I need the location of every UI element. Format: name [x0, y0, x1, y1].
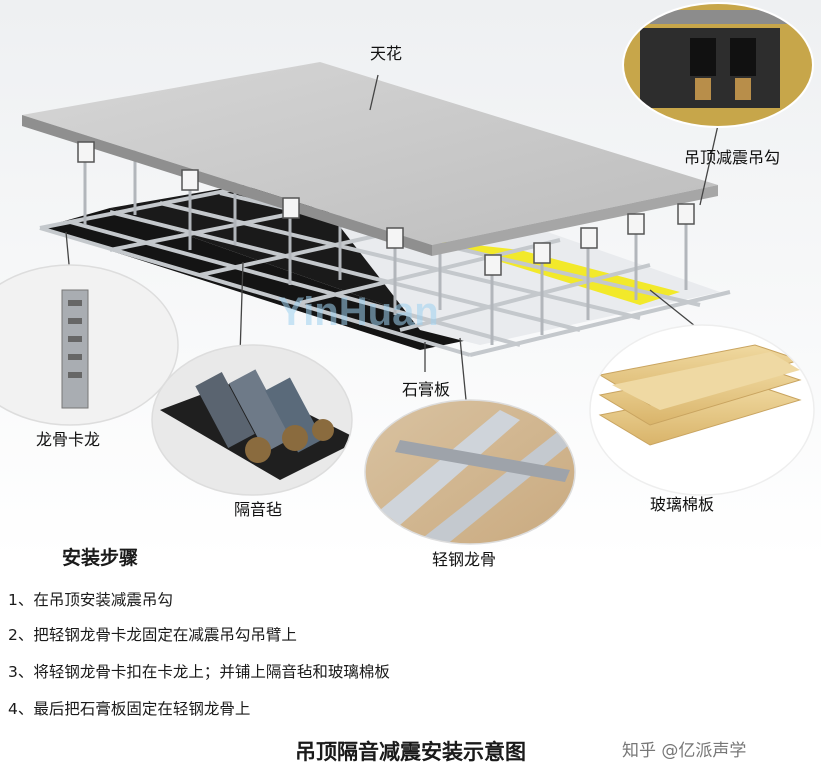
installation-illustration: YinHuan [0, 0, 821, 560]
source-watermark: 知乎 @亿派声学 [622, 741, 747, 761]
label-keel-clip: 龙骨卡龙 [36, 430, 101, 449]
label-glass-wool-board: 玻璃棉板 [650, 495, 715, 514]
step-item: 2、把轻钢龙骨卡龙固定在减震吊勾吊臂上 [8, 626, 297, 644]
label-sound-felt: 隔音毡 [234, 500, 283, 519]
glass-wool-photo-frame [589, 324, 815, 496]
step-item: 1、在吊顶安装减震吊勾 [8, 591, 173, 609]
ceiling-slab-edge-side [432, 185, 718, 256]
glass-wool-photo [590, 325, 814, 495]
steps-title: 安装步骤 [62, 547, 139, 569]
step-item: 3、将轻钢龙骨卡扣在卡龙上；并铺上隔音毡和玻璃棉板 [8, 663, 390, 681]
light-steel-keel-photo [365, 400, 575, 544]
brand-watermark: YinHuan [278, 290, 439, 334]
ceiling-slab [22, 62, 718, 245]
keel-clip-photo-frame [0, 264, 179, 426]
hook-photo-frame [622, 2, 814, 128]
diagram-caption: 吊顶隔音减震安装示意图 [295, 740, 526, 764]
sound-felt-photo [152, 345, 352, 495]
step-item: 4、最后把石膏板固定在轻钢龙骨上 [8, 700, 251, 718]
label-gypsum-board: 石膏板 [402, 380, 451, 399]
label-ceiling: 天花 [370, 44, 403, 63]
keel-clip-photo [0, 265, 178, 425]
shock-hangers [77, 141, 695, 276]
ceiling-slab-edge-front [22, 115, 432, 256]
label-shock-hanger: 吊顶减震吊勾 [684, 148, 781, 167]
label-light-steel-keel: 轻钢龙骨 [432, 550, 497, 569]
hook-photo [623, 3, 813, 127]
keel-grid [39, 174, 731, 357]
light-steel-keel-photo-frame [364, 399, 576, 545]
sound-felt-photo-frame [151, 344, 353, 496]
